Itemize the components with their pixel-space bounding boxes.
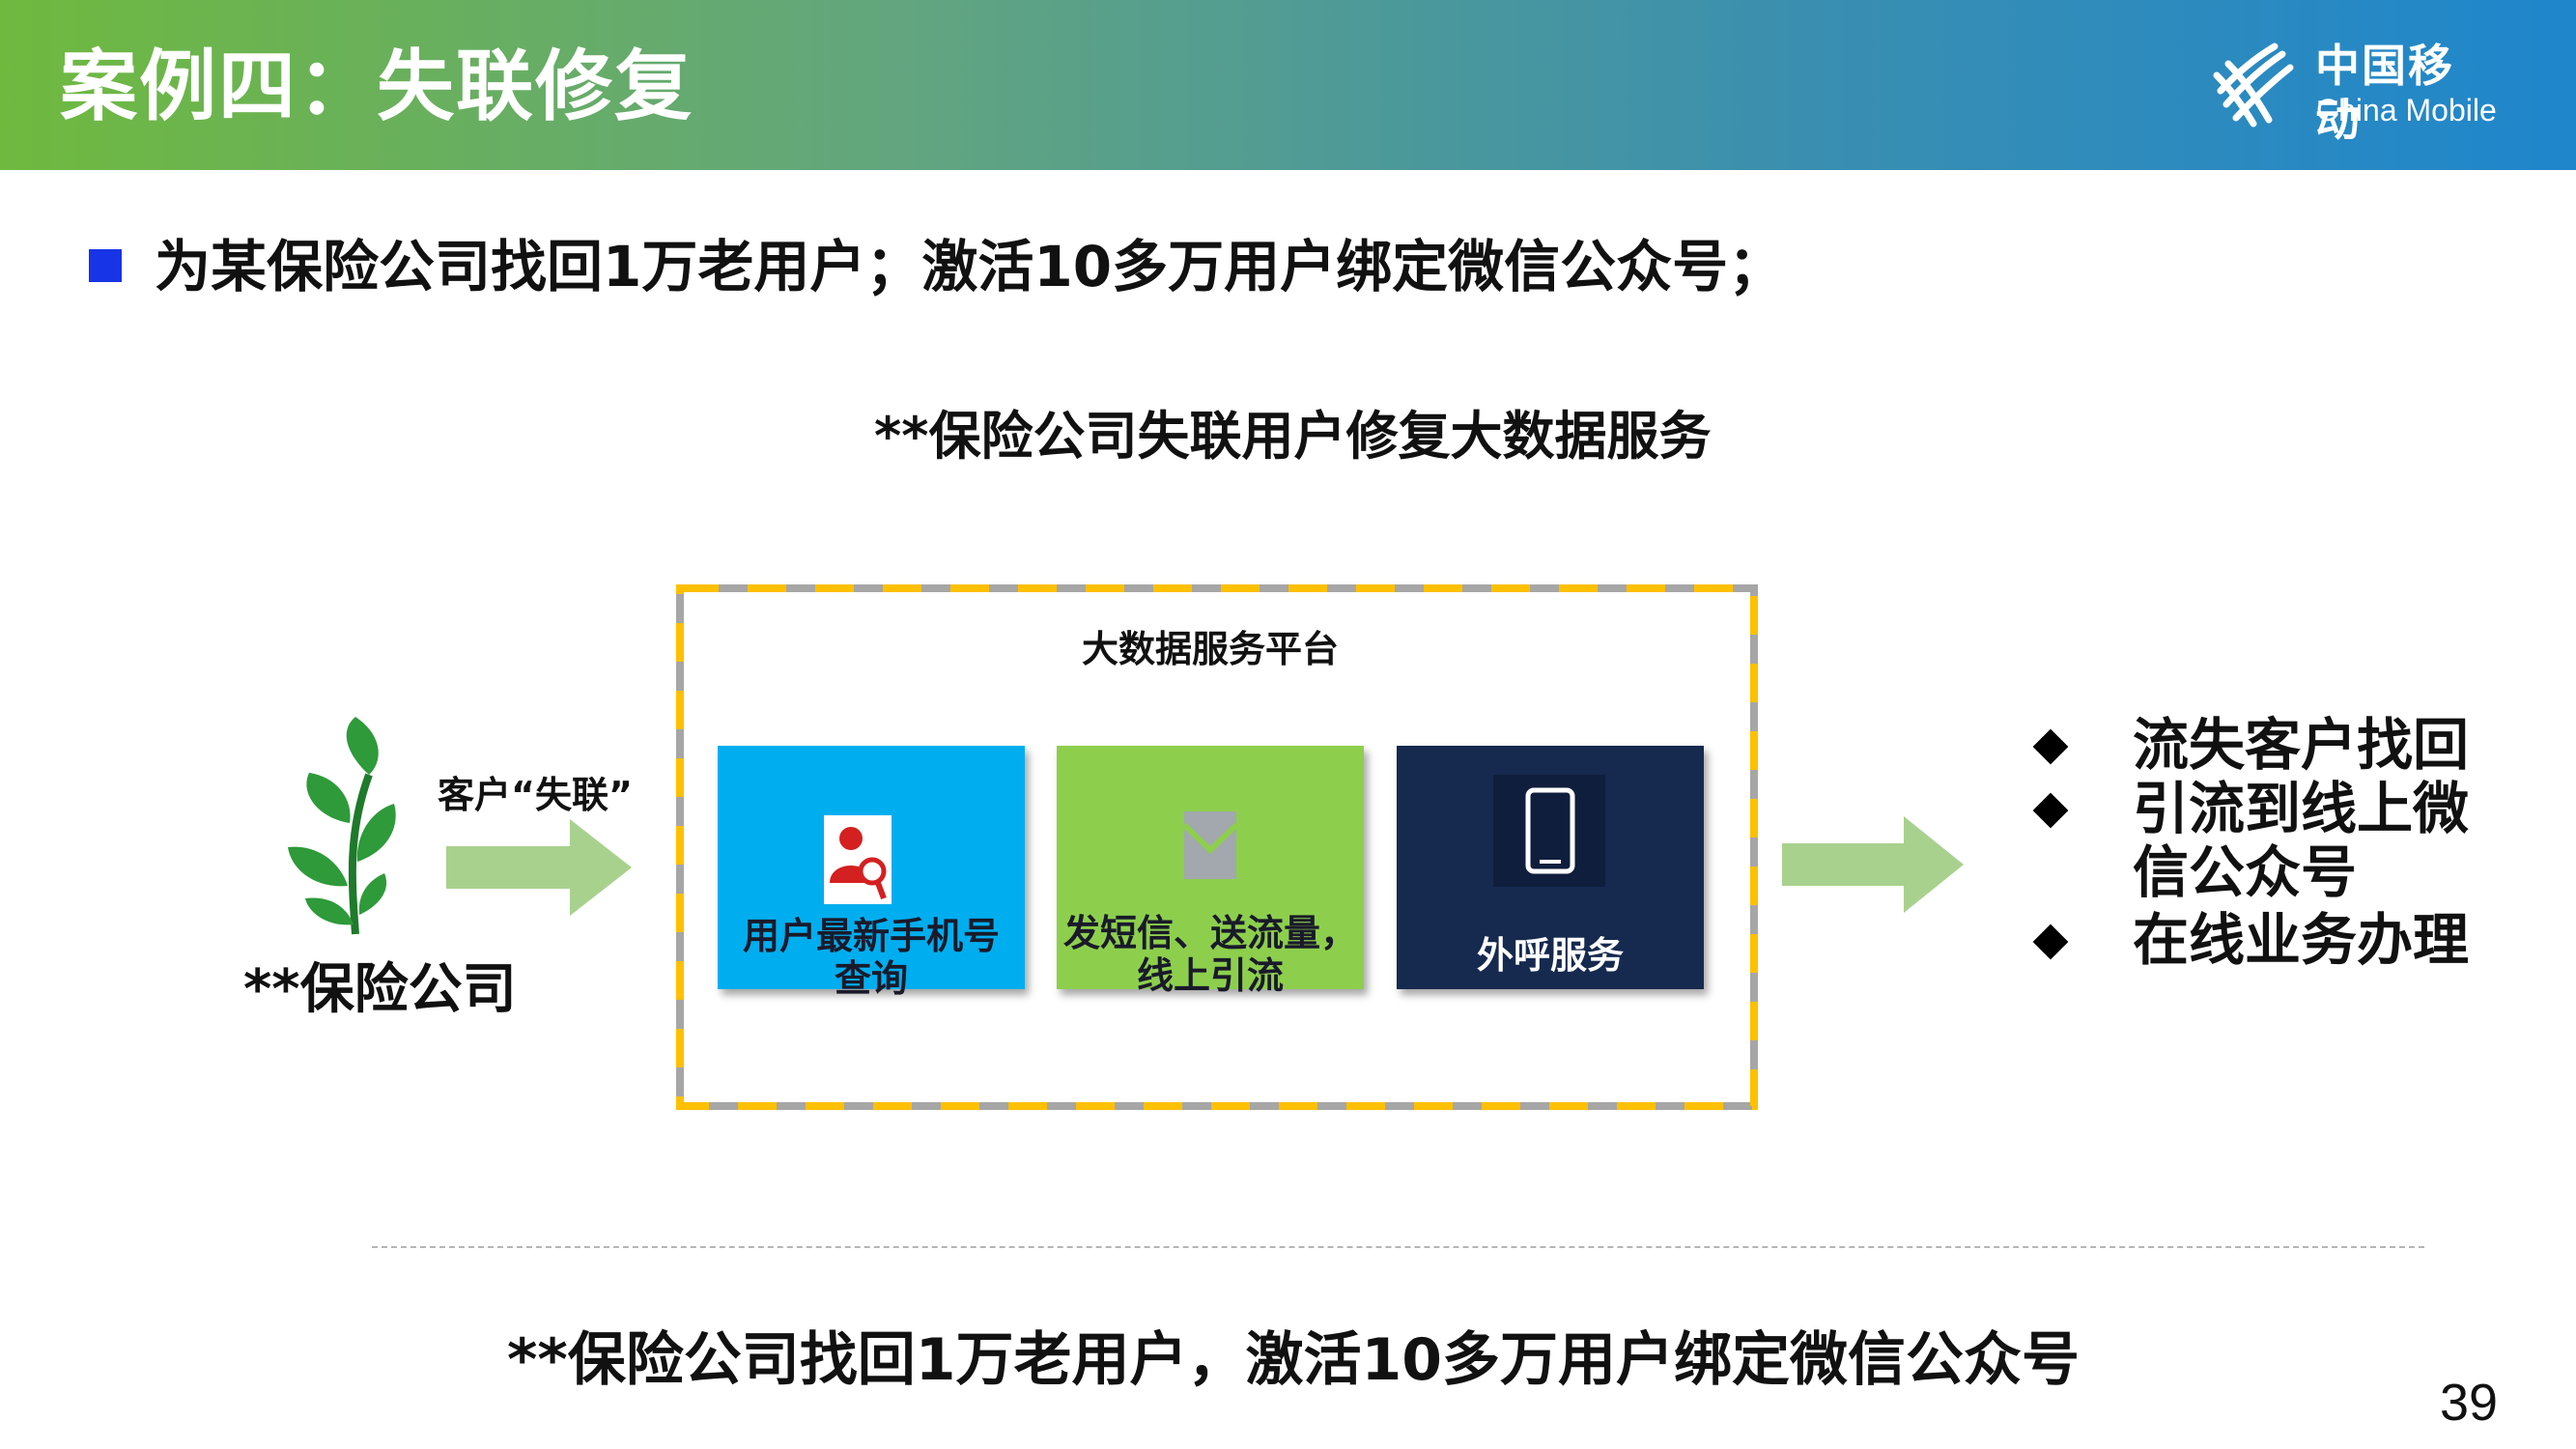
bullet-square-icon: [89, 249, 122, 282]
diamond-bullet-icon: [2032, 728, 2069, 765]
platform-box: [676, 584, 1758, 1110]
logo-text-cn: 中国移动: [2315, 40, 2454, 146]
header-bar: 案例四：失联修复 中国移动 China Mobile: [0, 0, 2576, 170]
page-title: 案例四：失联修复: [60, 42, 694, 131]
result-text: 信公众号: [2133, 839, 2358, 905]
headline: 为某保险公司找回1万老用户；激活10多万用户绑定微信公众号；: [155, 234, 1785, 299]
result-text: 在线业务办理: [2133, 907, 2470, 973]
page-number: 39: [2440, 1374, 2499, 1432]
envelope-icon: [1184, 811, 1236, 879]
person-search-icon: [824, 815, 892, 904]
card-sms-traffic: 发短信、送流量，线上引流: [1057, 746, 1364, 997]
plant-logo-icon: [288, 717, 396, 935]
company-label: **保险公司: [243, 958, 517, 1021]
left-arrow-icon: [446, 819, 632, 916]
china-mobile-logo-icon: [2213, 43, 2294, 128]
diamond-bullet-icon: [2032, 923, 2069, 960]
card-label-phone-lookup: 用户最新手机号查询: [742, 915, 1000, 1000]
platform-title: 大数据服务平台: [1082, 628, 1340, 670]
right-arrow-icon: [1782, 816, 1964, 913]
divider: [372, 1246, 2424, 1248]
result-text: 引流到线上微: [2133, 776, 2470, 841]
mobile-phone-icon: [1493, 775, 1605, 887]
card-phone-lookup: 用户最新手机号查询: [718, 746, 1025, 1000]
logo-text-en: China Mobile: [2316, 93, 2497, 128]
card-label-outbound-call: 外呼服务: [1476, 934, 1624, 977]
china-mobile-logo: 中国移动 China Mobile: [2207, 35, 2497, 146]
lost-customer-label: 客户“失联”: [438, 774, 633, 816]
card-label-sms-traffic: 发短信、送流量，线上引流: [1062, 912, 1357, 997]
result-text: 流失客户找回: [2133, 712, 2470, 778]
diagram-title: **保险公司失联用户修复大数据服务: [874, 406, 1712, 467]
conclusion-text: **保险公司找回1万老用户，激活10多万用户绑定微信公众号: [507, 1326, 2080, 1394]
card-outbound-call: 外呼服务: [1397, 746, 1704, 989]
diamond-bullet-icon: [2032, 792, 2069, 829]
